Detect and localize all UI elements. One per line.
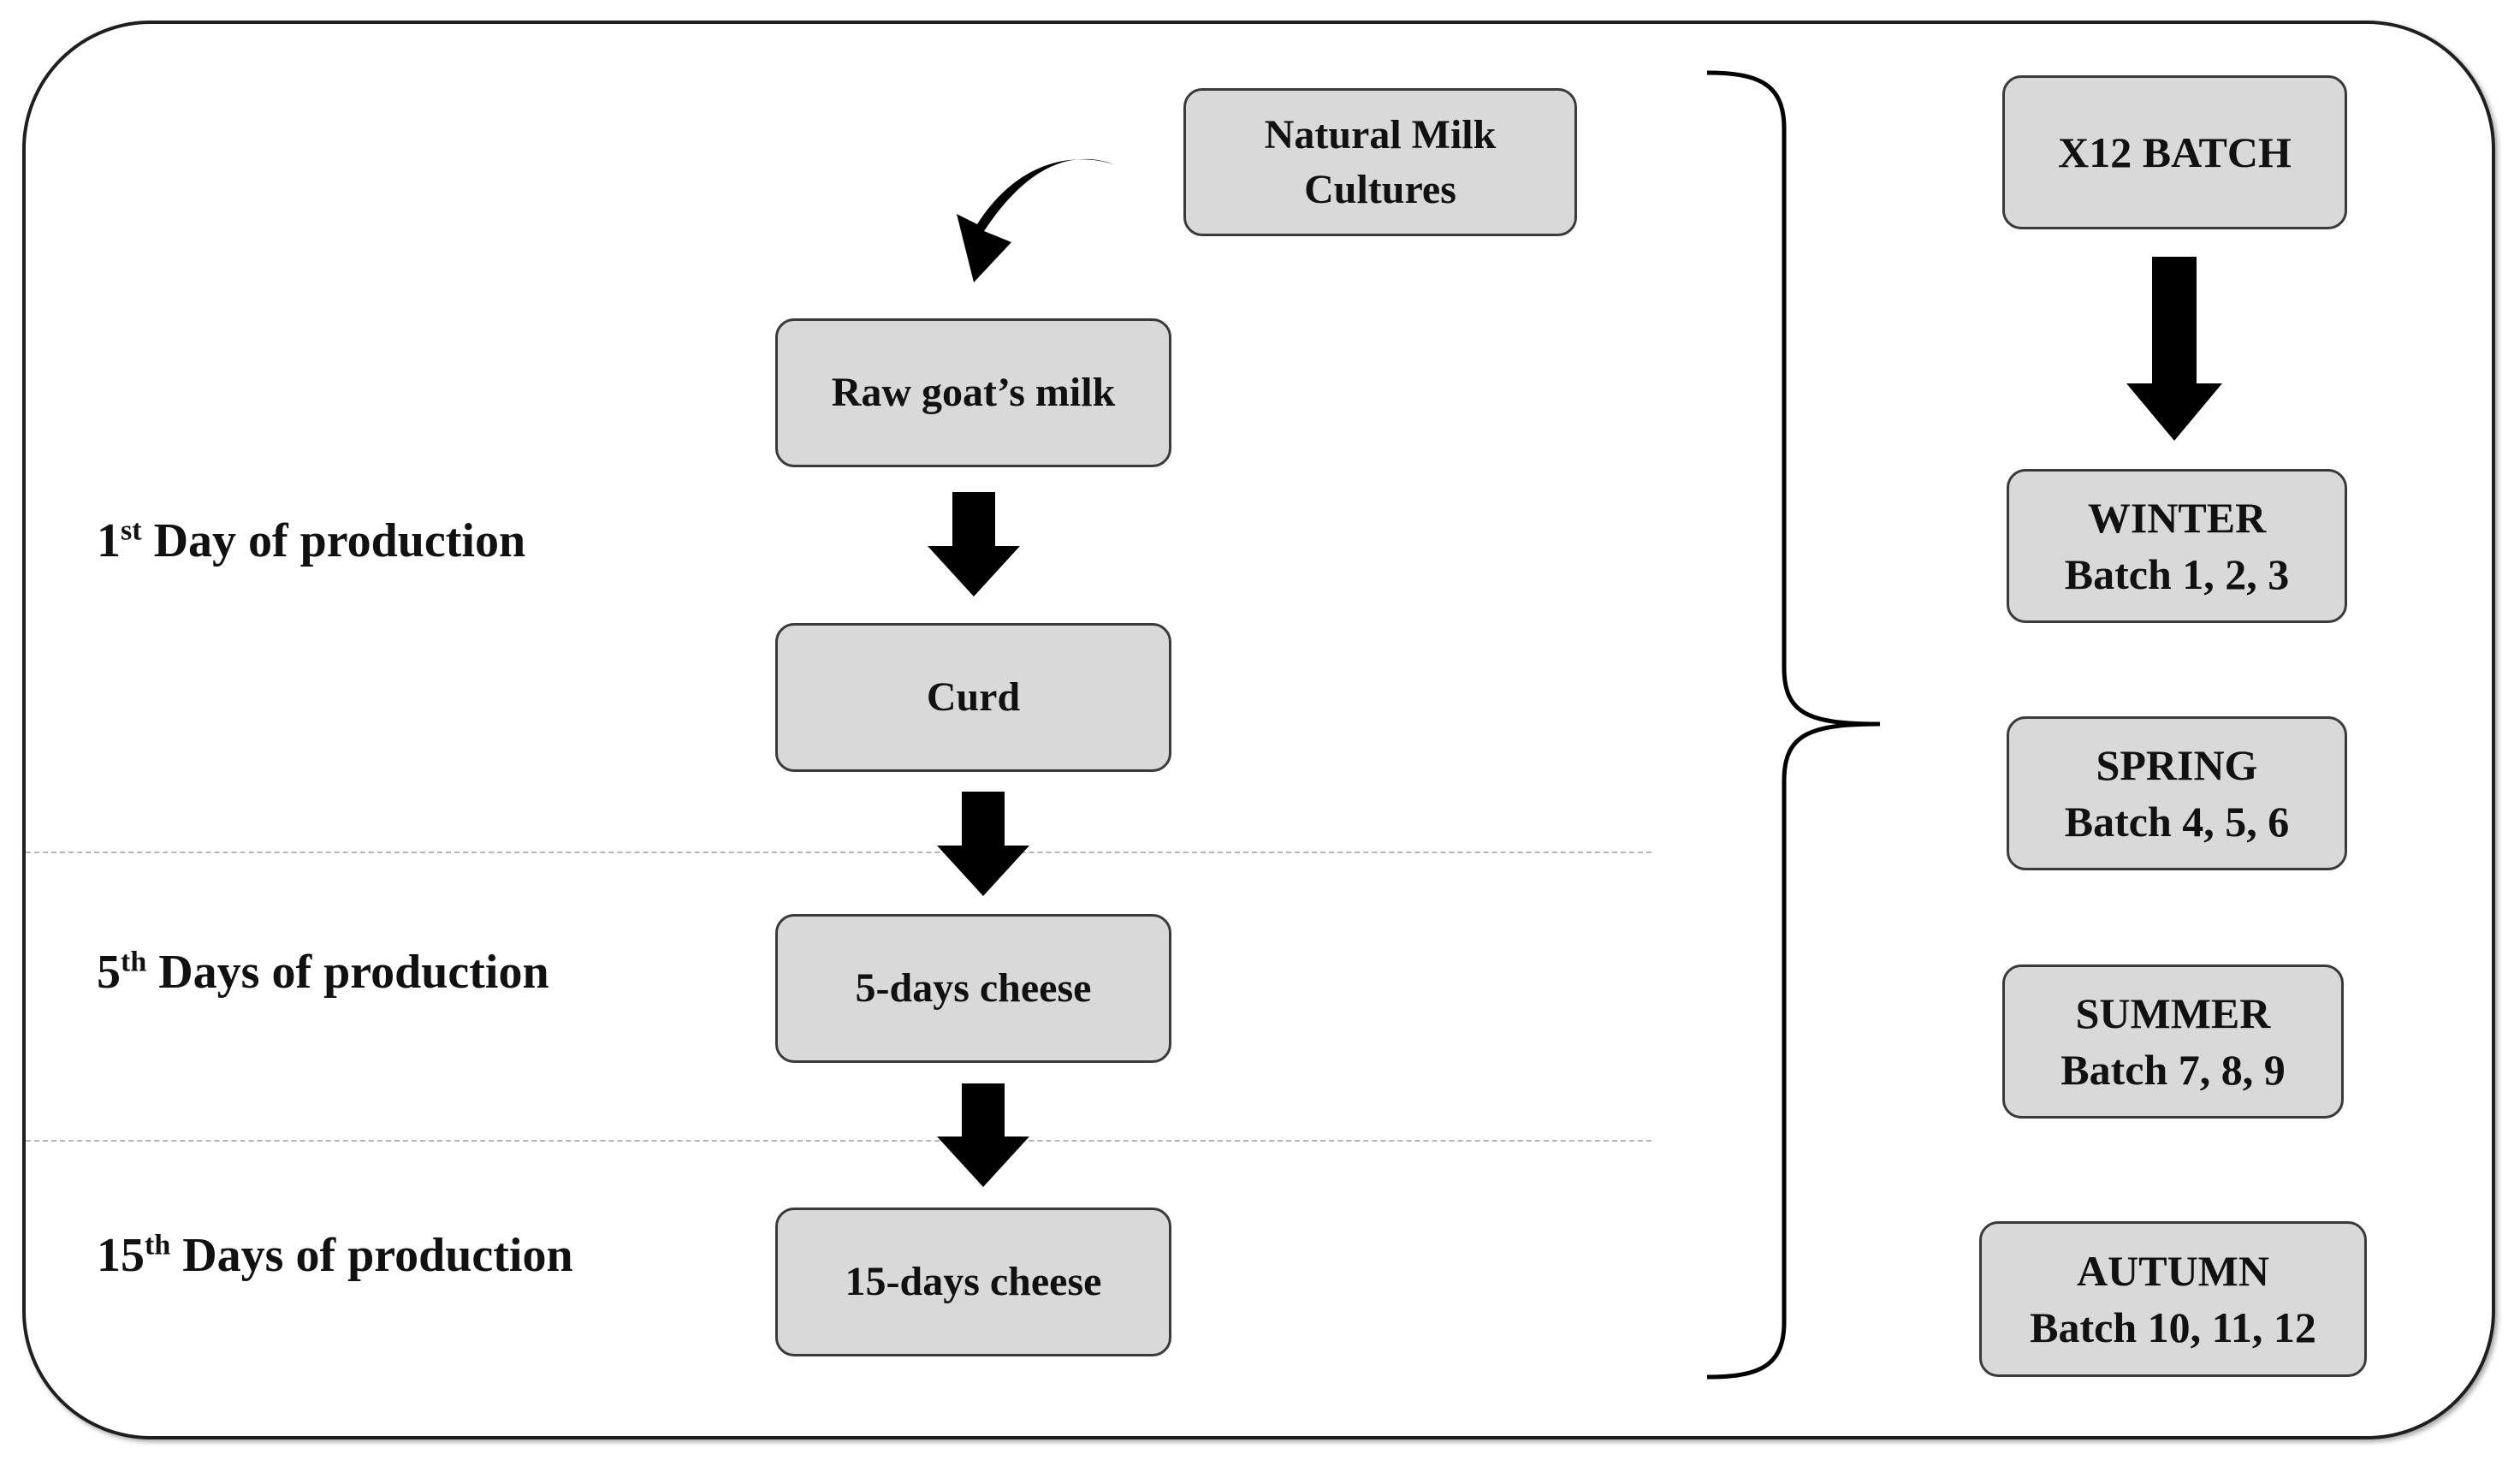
stage-label-day5: 5th Days of production: [97, 945, 549, 1000]
five-days-cheese-label: 5-days cheese: [855, 965, 1092, 1012]
curd-label: Curd: [926, 674, 1021, 721]
summer-batches: Batch 7, 8, 9: [2060, 1046, 2286, 1094]
x12-batch-label: X12 BATCH: [2058, 128, 2292, 176]
winter-box: WINTER Batch 1, 2, 3: [2007, 469, 2347, 623]
stage-day15-text: Days of production: [170, 1229, 573, 1282]
autumn-season: AUTUMN: [2077, 1247, 2269, 1295]
autumn-box: AUTUMN Batch 10, 11, 12: [1979, 1221, 2367, 1377]
spring-season: SPRING: [2096, 741, 2258, 789]
stage-divider-2: [26, 1140, 1651, 1142]
natural-milk-cultures-line2: Cultures: [1304, 166, 1456, 212]
stage-divider-1: [26, 852, 1651, 853]
summer-season: SUMMER: [2075, 989, 2271, 1037]
curd-box: Curd: [775, 623, 1171, 772]
down-arrow-1: [928, 492, 1020, 596]
stage-day5-sup: th: [121, 946, 147, 978]
stage-day1-text: Day of production: [141, 514, 526, 567]
stage-day1-sup: st: [121, 514, 142, 547]
stage-day5-num: 5: [97, 946, 121, 999]
stage-day15-num: 15: [97, 1229, 145, 1282]
summer-box: SUMMER Batch 7, 8, 9: [2002, 964, 2344, 1119]
raw-goats-milk-label: Raw goat’s milk: [831, 370, 1116, 416]
stage-day15-sup: th: [145, 1229, 171, 1261]
natural-milk-cultures-line1: Natural Milk: [1264, 112, 1497, 158]
down-arrow-3: [937, 1083, 1029, 1187]
stage-label-day1: 1st Day of production: [97, 513, 525, 568]
autumn-batches: Batch 10, 11, 12: [2030, 1303, 2316, 1351]
down-arrow-2: [937, 792, 1029, 896]
curved-arrow: [957, 158, 1114, 282]
fifteen-days-cheese-box: 15-days cheese: [775, 1208, 1171, 1356]
winter-season: WINTER: [2087, 494, 2267, 542]
curly-brace: [1706, 70, 1881, 1380]
five-days-cheese-box: 5-days cheese: [775, 914, 1171, 1063]
raw-goats-milk-box: Raw goat’s milk: [775, 318, 1171, 467]
spring-box: SPRING Batch 4, 5, 6: [2007, 716, 2347, 870]
winter-batches: Batch 1, 2, 3: [2064, 550, 2290, 598]
stage-label-day15: 15th Days of production: [97, 1228, 573, 1283]
down-arrow-batch: [2126, 257, 2222, 441]
x12-batch-box: X12 BATCH: [2002, 75, 2347, 229]
fifteen-days-cheese-label: 15-days cheese: [845, 1259, 1102, 1305]
stage-day1-num: 1: [97, 514, 121, 567]
spring-batches: Batch 4, 5, 6: [2064, 798, 2290, 846]
stage-day5-text: Days of production: [146, 946, 549, 999]
